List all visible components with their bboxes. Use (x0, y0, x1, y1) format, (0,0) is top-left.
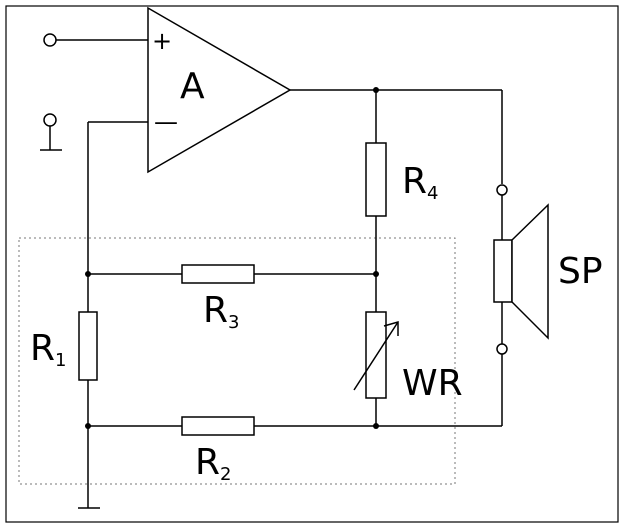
r1-subscript: 1 (55, 350, 66, 371)
r4-subscript: 4 (427, 183, 438, 204)
speaker-label: SP (558, 251, 603, 292)
speaker-body (493, 239, 513, 303)
resistor-r4 (365, 142, 387, 217)
op-amp-triangle (147, 6, 292, 174)
junction-dot (373, 423, 379, 429)
junction-dot (85, 423, 91, 429)
outer-frame (5, 5, 619, 523)
junction-dot (373, 87, 379, 93)
wr-label: WR (402, 363, 463, 404)
plus-sign: + (152, 27, 172, 55)
junction-dot (85, 271, 91, 277)
junction-dot (373, 271, 379, 277)
amplifier-label: A (180, 66, 205, 107)
resistor-r1 (78, 311, 98, 381)
r4-label: R (402, 161, 427, 202)
resistor-r3 (181, 264, 255, 284)
input-terminal (43, 33, 57, 47)
speaker-terminal-top (496, 184, 508, 196)
wr-arrow-head (383, 321, 399, 336)
minus-sign: — (154, 108, 178, 136)
speaker-cone (511, 203, 549, 340)
r1-label: R (30, 328, 55, 369)
resistor-r2 (181, 416, 255, 436)
r2-label: R (195, 442, 220, 483)
r2-subscript: 2 (220, 464, 231, 485)
wr-arrow-shaft (353, 321, 399, 391)
speaker-terminal-bottom (496, 343, 508, 355)
r3-subscript: 3 (228, 312, 239, 333)
r3-label: R (203, 290, 228, 331)
dotted-module-box (18, 237, 456, 485)
ground-terminal (43, 113, 57, 127)
